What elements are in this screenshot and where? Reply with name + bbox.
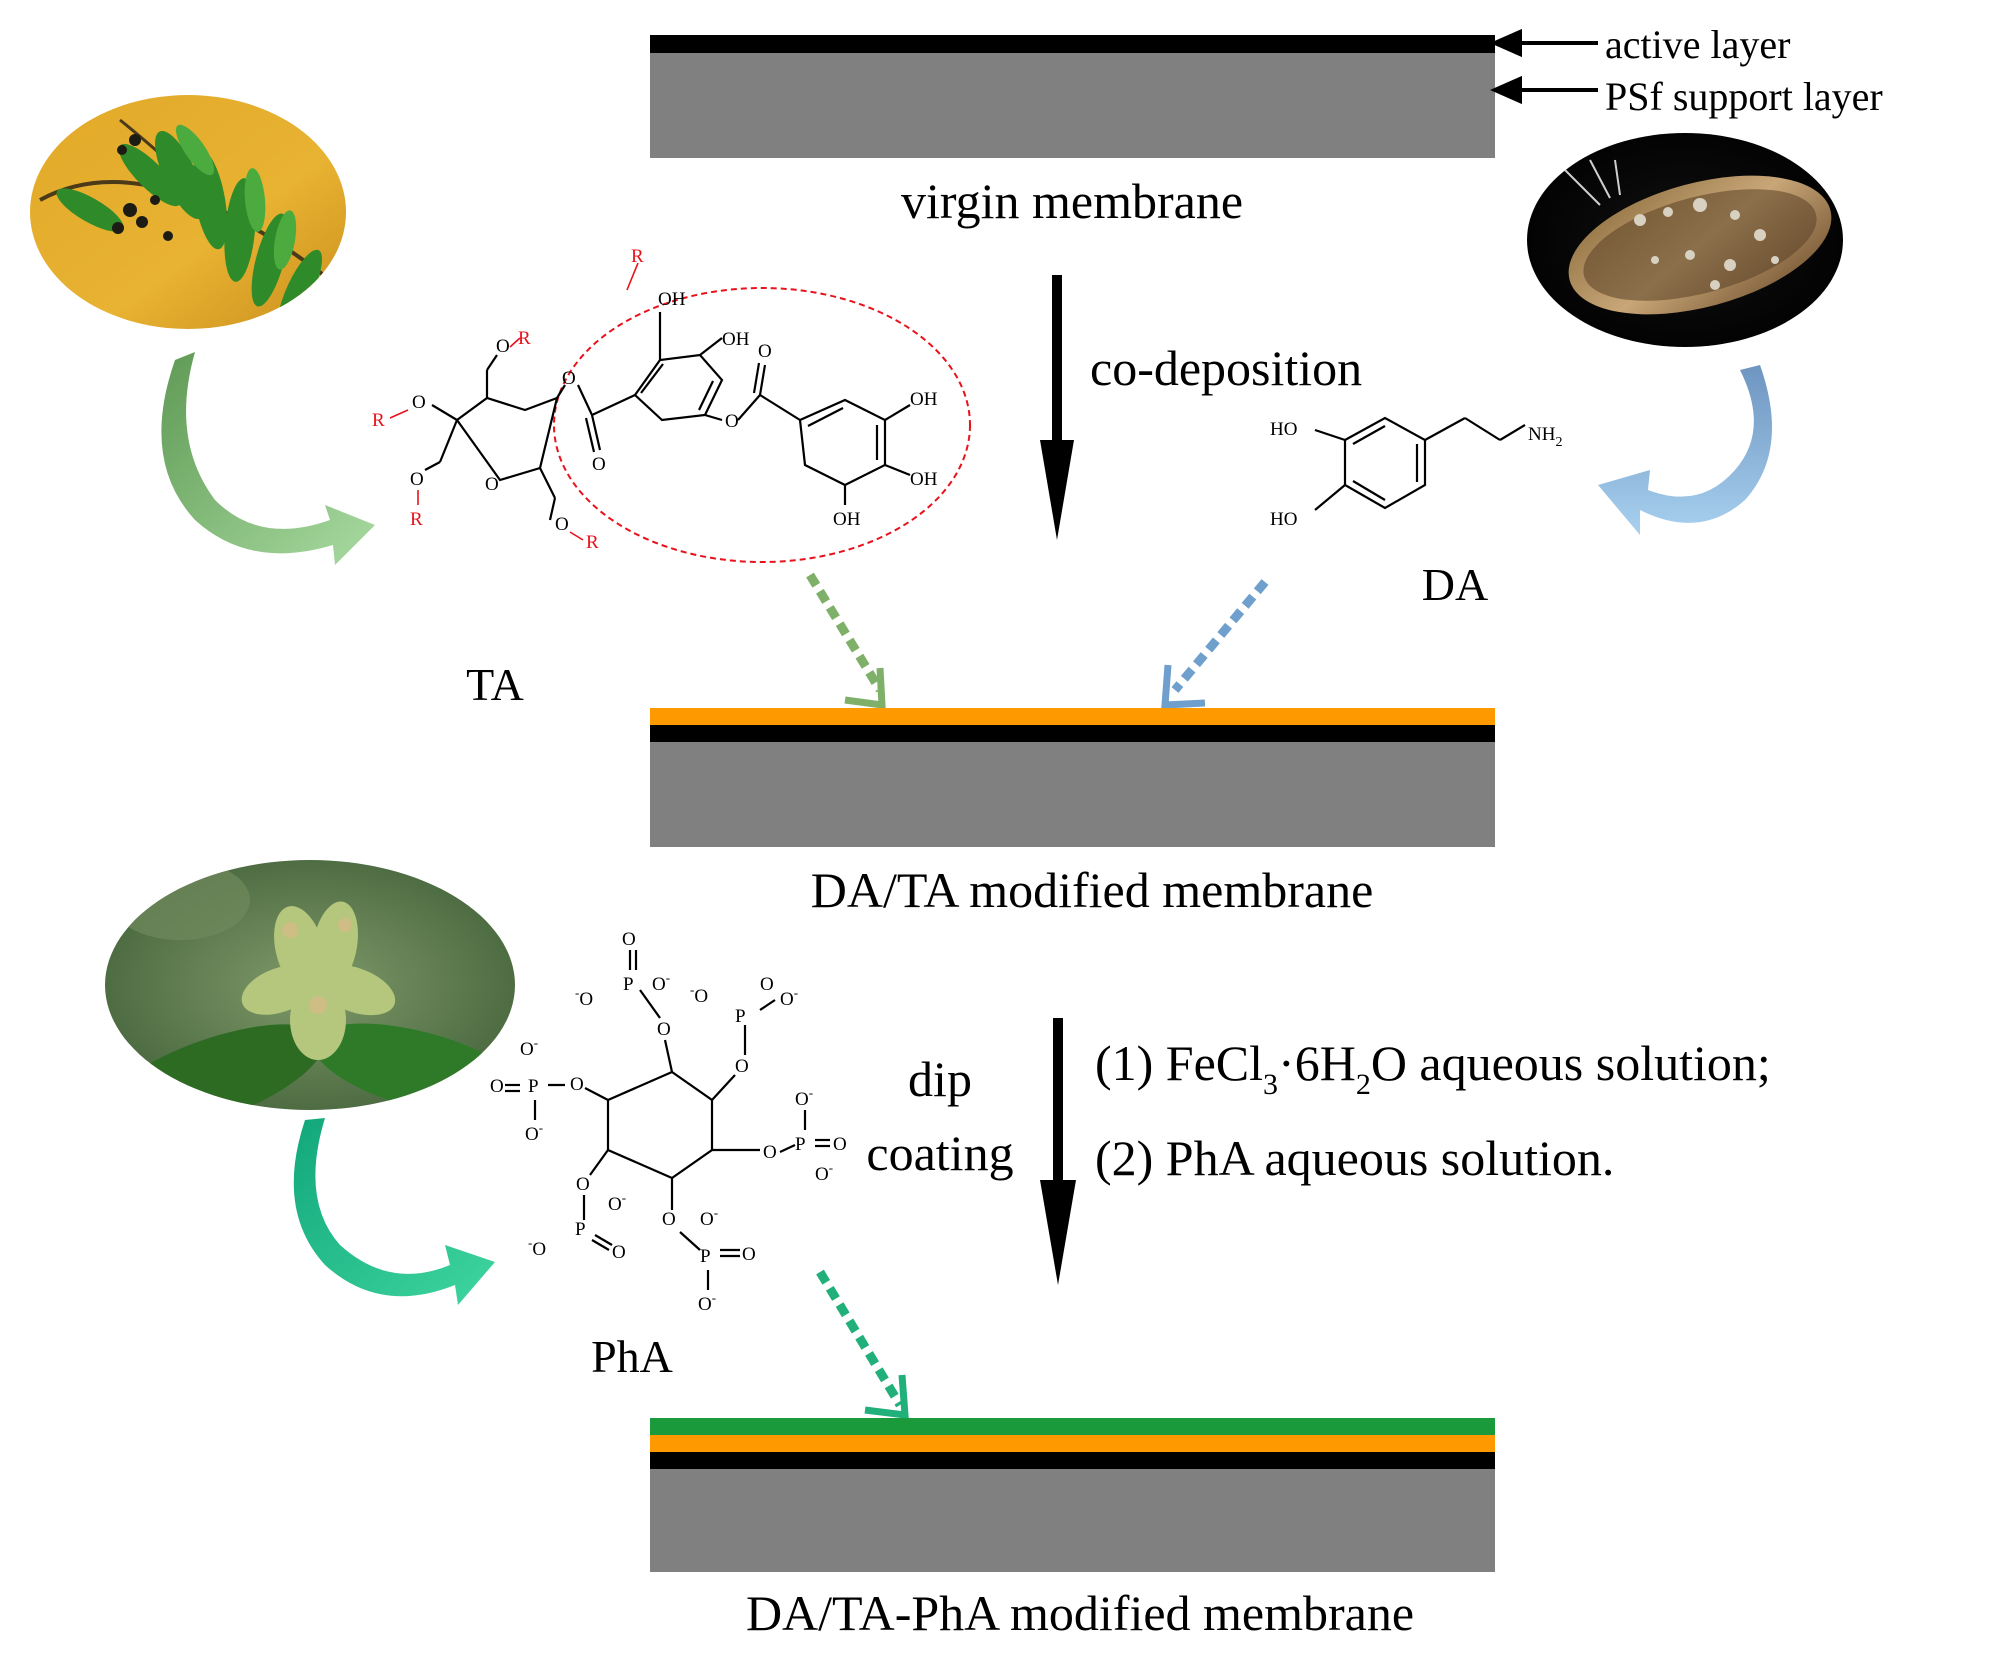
psf-support-layer-label: PSf support layer xyxy=(1605,74,1883,119)
da-ta-membrane xyxy=(650,708,1495,847)
pha-layer xyxy=(650,1418,1495,1435)
svg-text:-O: -O xyxy=(575,985,593,1010)
ta-molecule: R O R O R O R O O R O O OH xyxy=(372,246,971,563)
co-deposition-label: co-deposition xyxy=(1090,340,1362,396)
svg-text:P: P xyxy=(735,1006,746,1027)
svg-text:P: P xyxy=(623,974,634,995)
plant-photo-icon xyxy=(30,95,346,329)
svg-text:O: O xyxy=(612,1242,626,1263)
pha-label: PhA xyxy=(591,1331,673,1382)
da-dotted-arrowhead xyxy=(1161,664,1206,709)
da-molecule: HO HO NH2 xyxy=(1270,416,1562,530)
psf-support-layer xyxy=(650,53,1495,158)
mussel-photo-icon xyxy=(1527,133,1843,347)
svg-text:O-: O- xyxy=(780,985,798,1010)
svg-text:O: O xyxy=(742,1244,756,1265)
svg-text:O: O xyxy=(833,1134,847,1155)
svg-text:O: O xyxy=(760,974,774,995)
galloyl-highlight-circle xyxy=(553,287,971,563)
step1-label: (1) FeCl3·6H2O aqueous solution; xyxy=(1095,1035,1771,1101)
pha-molecule: O P O O- -O O P -O O O- O P O- O O- O P … xyxy=(490,929,847,1315)
svg-text:O: O xyxy=(622,929,636,950)
svg-text:HO: HO xyxy=(1270,509,1297,530)
dip-coating-arrow xyxy=(1040,1018,1076,1285)
svg-text:O-: O- xyxy=(520,1035,538,1060)
svg-text:R: R xyxy=(631,246,644,267)
svg-text:O-: O- xyxy=(608,1190,626,1215)
da-ta-layer xyxy=(650,1435,1495,1452)
svg-text:R: R xyxy=(372,410,385,431)
da-ta-layer xyxy=(650,708,1495,725)
step2-label: (2) PhA aqueous solution. xyxy=(1095,1130,1614,1186)
svg-text:O: O xyxy=(758,341,772,362)
layer-pointer-arrows xyxy=(1490,28,1598,105)
da-ta-membrane-label: DA/TA modified membrane xyxy=(811,862,1374,918)
dip-label: dip xyxy=(908,1051,972,1107)
co-deposition-arrow xyxy=(1040,275,1074,540)
ta-dotted-arrow xyxy=(806,572,884,693)
ta-label: TA xyxy=(466,659,524,710)
svg-text:R: R xyxy=(586,532,599,553)
ta-dotted-arrowhead xyxy=(844,667,886,710)
psf-support-layer xyxy=(650,742,1495,847)
svg-text:O-: O- xyxy=(815,1160,833,1185)
pha-dotted-arrow xyxy=(816,1269,904,1408)
svg-text:O: O xyxy=(735,1056,749,1077)
svg-text:O: O xyxy=(485,474,499,495)
svg-text:O: O xyxy=(763,1142,777,1163)
svg-text:HO: HO xyxy=(1270,419,1297,440)
svg-text:P: P xyxy=(528,1076,539,1097)
seed-photo-icon xyxy=(105,860,515,1110)
svg-text:-O: -O xyxy=(690,982,708,1007)
active-layer xyxy=(650,725,1495,742)
svg-text:O: O xyxy=(592,454,606,475)
svg-text:OH: OH xyxy=(722,329,750,350)
svg-text:-O: -O xyxy=(528,1235,546,1260)
svg-text:O: O xyxy=(662,1209,676,1230)
svg-text:O-: O- xyxy=(652,970,670,995)
mussel-to-da-arrow xyxy=(1598,365,1772,535)
svg-text:OH: OH xyxy=(833,509,861,530)
psf-support-layer xyxy=(650,1469,1495,1572)
svg-text:O: O xyxy=(410,469,424,490)
active-layer xyxy=(650,1452,1495,1469)
da-ta-pha-membrane xyxy=(650,1418,1495,1572)
seed-to-pha-arrow xyxy=(293,1118,495,1305)
da-dotted-arrow xyxy=(1171,579,1269,693)
svg-text:O: O xyxy=(562,368,576,389)
svg-text:O: O xyxy=(576,1174,590,1195)
svg-text:OH: OH xyxy=(910,389,938,410)
coating-label: coating xyxy=(866,1125,1013,1181)
svg-text:P: P xyxy=(700,1246,711,1267)
svg-text:O: O xyxy=(555,514,569,535)
svg-text:O: O xyxy=(725,411,739,432)
svg-text:O-: O- xyxy=(795,1085,813,1110)
svg-text:O: O xyxy=(496,336,510,357)
pha-dotted-arrowhead xyxy=(864,1374,909,1420)
virgin-membrane xyxy=(650,35,1495,158)
svg-text:P: P xyxy=(795,1134,806,1155)
svg-text:O: O xyxy=(657,1019,671,1040)
plant-to-ta-arrow xyxy=(161,352,375,565)
active-layer-label: active layer xyxy=(1605,22,1790,67)
svg-text:O-: O- xyxy=(525,1120,543,1145)
svg-text:O-: O- xyxy=(698,1290,716,1315)
svg-text:O-: O- xyxy=(700,1205,718,1230)
svg-text:R: R xyxy=(410,509,423,530)
da-label: DA xyxy=(1422,559,1488,610)
svg-text:NH2: NH2 xyxy=(1528,424,1562,450)
active-layer xyxy=(650,35,1495,53)
svg-text:P: P xyxy=(575,1219,586,1240)
da-ta-pha-membrane-label: DA/TA-PhA modified membrane xyxy=(746,1585,1414,1641)
svg-text:O: O xyxy=(490,1076,504,1097)
svg-text:OH: OH xyxy=(910,469,938,490)
svg-text:R: R xyxy=(518,328,531,349)
svg-text:OH: OH xyxy=(658,289,686,310)
svg-text:O: O xyxy=(570,1074,584,1095)
virgin-membrane-label: virgin membrane xyxy=(901,173,1243,229)
svg-text:O: O xyxy=(412,392,426,413)
